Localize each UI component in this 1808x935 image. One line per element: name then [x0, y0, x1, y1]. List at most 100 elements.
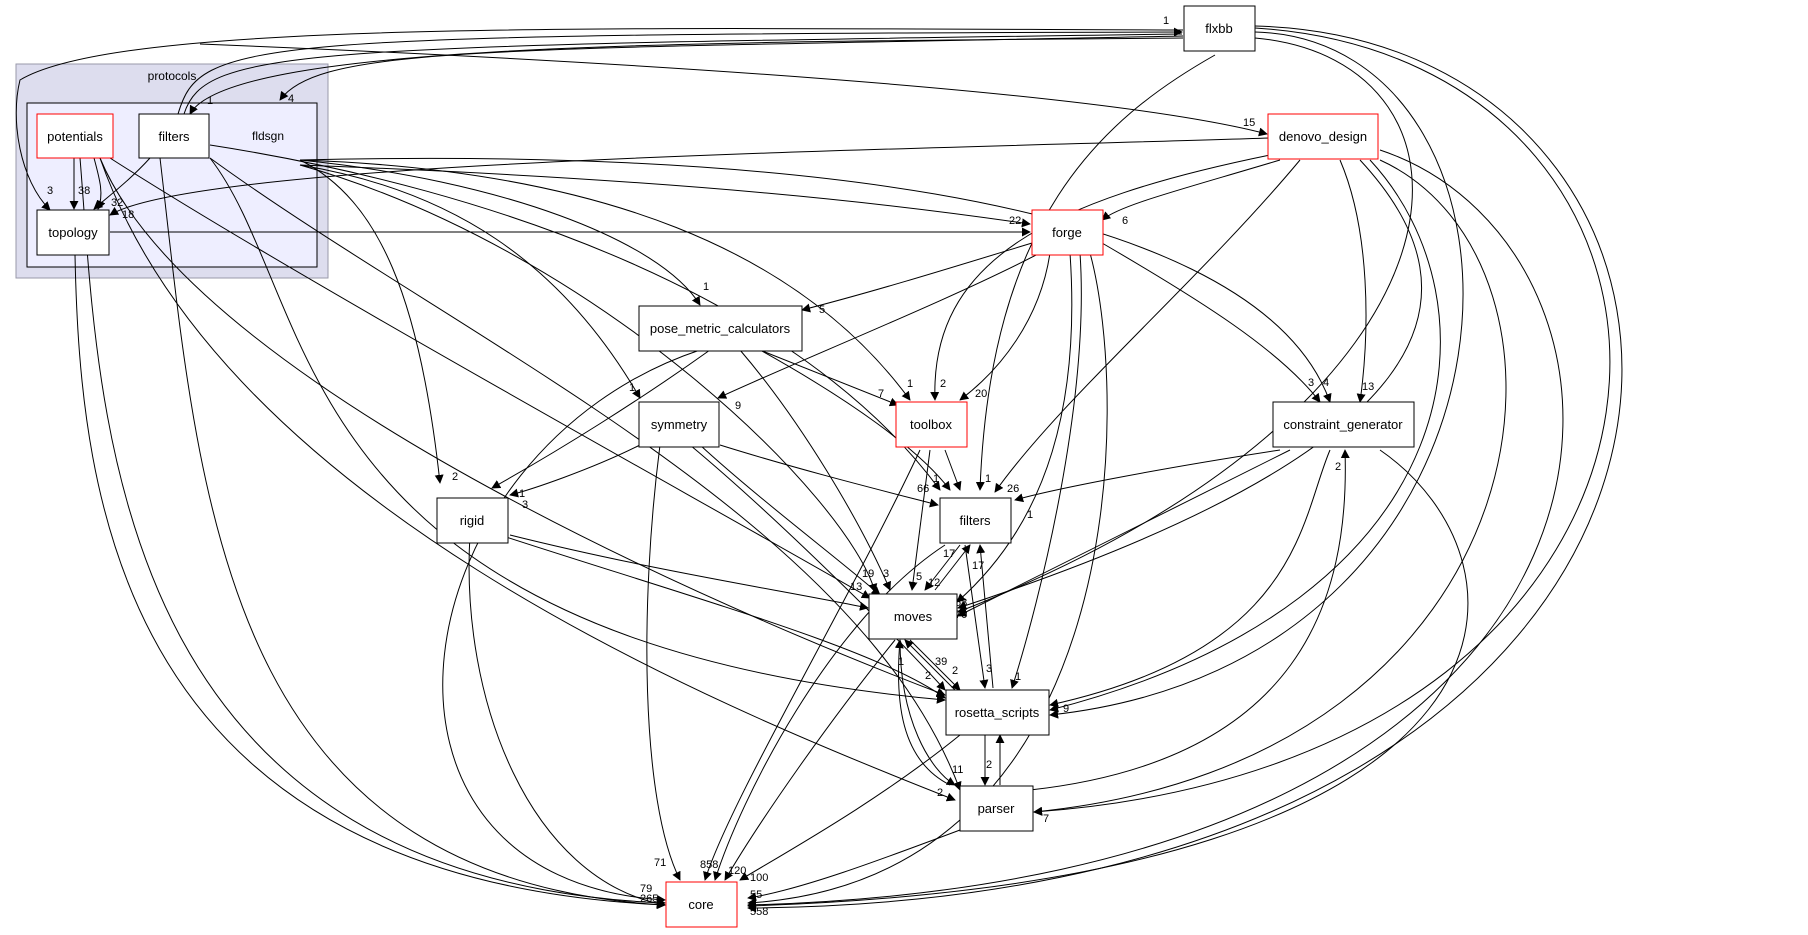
node-label-core: core: [688, 897, 713, 912]
edge-filters-rs: [964, 544, 989, 689]
edge-symmetry-moves: [699, 444, 881, 596]
edge-moves-rs: [909, 639, 961, 691]
edge-label: 17: [943, 548, 955, 560]
node-label-filters-fldsgn: filters: [158, 129, 190, 144]
edge-fldsgn-forge: [299, 164, 1031, 228]
edge-label: 11: [952, 764, 963, 776]
node-label-filters: filters: [959, 513, 991, 528]
edge-label: 39: [935, 656, 947, 668]
edge-label: 858: [700, 859, 718, 871]
node-rosetta-scripts[interactable]: rosetta_scripts: [945, 689, 1050, 736]
edge-filtersf-core: [159, 157, 666, 910]
edge-label: 26: [1007, 483, 1019, 495]
edge-label: 19: [862, 568, 874, 580]
edge-parser-cg: [1029, 449, 1350, 791]
edge-fldsgn-filters: [209, 144, 941, 491]
edge-label: 68: [955, 597, 967, 609]
edge-label: 2: [452, 471, 458, 483]
edge-parser-core: [747, 829, 961, 902]
edge-flxbb-filtersf: [189, 37, 1184, 115]
edge-fldsgn-moves: [299, 164, 878, 593]
node-label-parser: parser: [978, 801, 1016, 816]
edge-forge-symmetry: [717, 252, 1041, 399]
edge-label: 1: [933, 473, 939, 485]
edge-label: 1: [898, 656, 904, 668]
node-label-flxbb: flxbb: [1205, 21, 1232, 36]
edge-label: 2: [925, 670, 931, 682]
node-topology[interactable]: topology: [36, 209, 110, 256]
edge-label: 6: [1122, 215, 1128, 227]
node-core[interactable]: core: [665, 881, 738, 928]
edges: [15, 25, 1623, 913]
edge-cg-filters: [1014, 449, 1281, 503]
edge-rigid-rs: [499, 534, 946, 699]
node-symmetry[interactable]: symmetry: [638, 401, 720, 448]
edge-label: 18: [122, 209, 134, 221]
edge-label: 4: [1323, 377, 1329, 389]
edge-forge-cg: [1101, 242, 1321, 403]
edge-labels: 1 1 4 3 38 32 18 15 22 6 1 5 1 9 7 1 2 2…: [47, 15, 1374, 918]
edge-flxbb-filters: [975, 54, 1216, 491]
node-label-topology: topology: [48, 225, 98, 240]
edge-cg-core: [747, 449, 1469, 911]
edge-label: 2: [940, 378, 946, 390]
node-pose-metric-calculators[interactable]: pose_metric_calculators: [638, 305, 803, 352]
node-moves[interactable]: moves: [868, 593, 958, 640]
node-flxbb[interactable]: flxbb: [1183, 5, 1256, 52]
edge-symmetry-filters: [719, 444, 939, 508]
edge-label: 4: [288, 93, 294, 105]
node-toolbox[interactable]: toolbox: [895, 401, 968, 448]
edge-label: 1: [629, 382, 635, 394]
edge-toolbox-filters: [944, 449, 962, 491]
node-label-constraint-generator: constraint_generator: [1283, 417, 1403, 432]
edge-flxbb-topology: [15, 28, 1184, 211]
cluster-fldsgn-label: fldsgn: [252, 129, 284, 143]
edge-label: 79: [640, 883, 652, 895]
edge-forge-core: [747, 252, 1108, 907]
edge-label: 7: [878, 388, 884, 400]
edge-forge-moves: [956, 252, 1073, 603]
edge-rs-moves: [904, 639, 956, 691]
edge-label: 1: [907, 378, 913, 390]
node-denovo-design[interactable]: denovo_design: [1267, 113, 1379, 160]
edge-label: 1: [1163, 15, 1169, 27]
node-label-pose-metric-calculators: pose_metric_calculators: [650, 321, 791, 336]
edge-forge-pmc: [801, 242, 1033, 313]
edge-label: 2: [937, 787, 943, 799]
edge-label: 5: [819, 304, 825, 316]
edge-symmetry-rs: [689, 444, 946, 691]
edge-rigid-core: [468, 534, 666, 908]
edge-label: 3: [522, 499, 528, 511]
node-label-rigid: rigid: [460, 513, 485, 528]
cluster-protocols-label: protocols: [148, 69, 197, 83]
edge-denovo-toolbox: [930, 154, 1271, 401]
edge-symmetry-core: [646, 444, 681, 881]
edge-moves-core: [724, 639, 896, 881]
edge-flxbb-parser: [1033, 27, 1611, 816]
edge-potentials-moves: [109, 157, 871, 599]
edge-label: 13: [850, 581, 862, 593]
edge-denovo-parser: [1033, 159, 1507, 816]
node-constraint-generator[interactable]: constraint_generator: [1272, 401, 1415, 448]
node-potentials[interactable]: potentials: [36, 113, 114, 159]
node-label-denovo-design: denovo_design: [1279, 129, 1367, 144]
edge-filters-core: [713, 544, 946, 881]
node-rigid[interactable]: rigid: [436, 497, 509, 544]
edge-rs-core: [739, 734, 961, 881]
edge-flxbb-moves: [957, 37, 1413, 614]
edge-denovo-forge: [1101, 159, 1281, 221]
node-forge[interactable]: forge: [1031, 209, 1104, 256]
node-label-moves: moves: [894, 609, 933, 624]
edge-label: 3: [883, 568, 889, 580]
edge-fldsgn-rigid: [299, 159, 444, 484]
node-parser[interactable]: parser: [959, 785, 1034, 832]
edge-label: 20: [975, 388, 987, 400]
node-filters[interactable]: filters: [939, 497, 1012, 544]
edge-filters-moves: [924, 544, 961, 591]
edge-rs-filters: [976, 544, 994, 689]
edge-flxbb-core: [747, 25, 1623, 913]
edge-forge-toolbox: [959, 252, 1051, 401]
edge-denovo-filters: [994, 159, 1301, 493]
node-filters-fldsgn[interactable]: filters: [138, 113, 210, 159]
edge-rigid-moves: [509, 534, 869, 611]
